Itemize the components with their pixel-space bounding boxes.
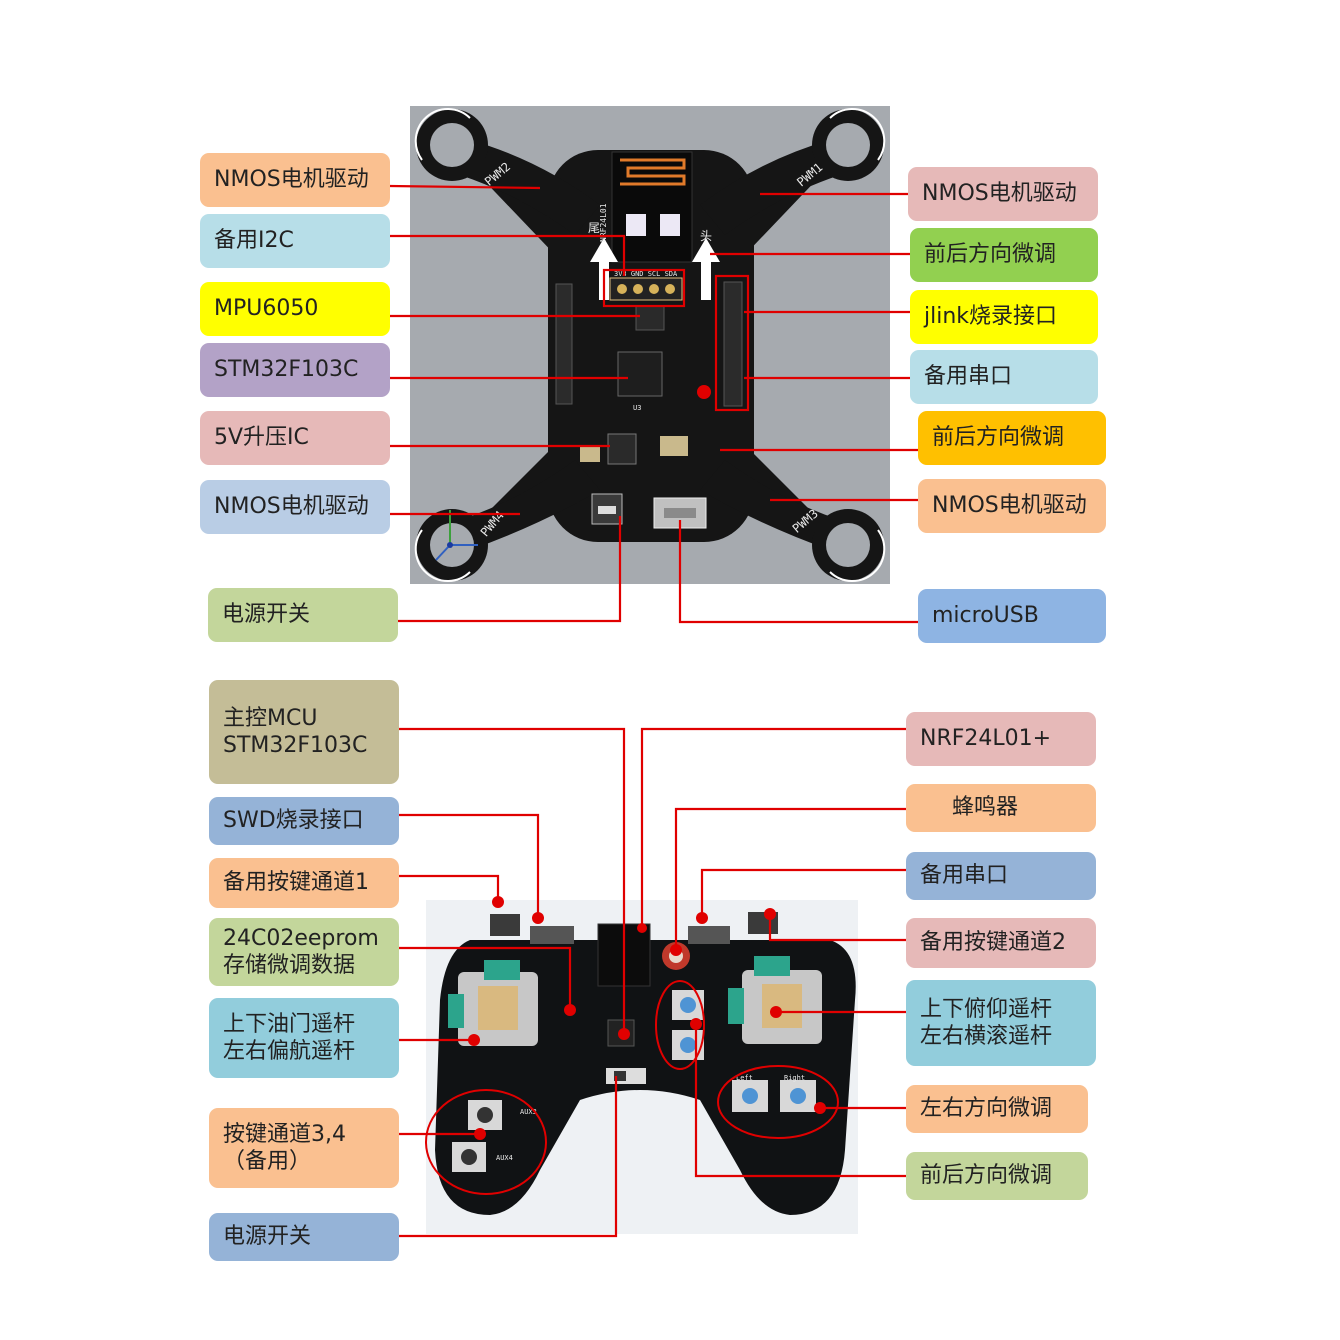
- aux3-silk: AUX3: [520, 1108, 537, 1116]
- label-microusb: microUSB: [918, 589, 1106, 643]
- label-boost-ic: 5V升压IC: [200, 411, 390, 465]
- label-uart-backup-remote: 备用串口: [906, 852, 1096, 900]
- aux4-silk: AUX4: [496, 1154, 513, 1162]
- label-mpu6050: MPU6050: [200, 282, 390, 336]
- label-nmos-top-left: NMOS电机驱动: [200, 153, 390, 207]
- label-throttle-yaw: 上下油门遥杆 左右偏航遥杆: [209, 998, 399, 1078]
- label-key-ch1: 备用按键通道1: [209, 858, 399, 908]
- label-nrf: NRF24L01+: [906, 712, 1096, 766]
- u3-silk: U3: [633, 404, 641, 412]
- label-main-mcu: 主控MCU STM32F103C: [209, 680, 399, 784]
- label-keys-3-4: 按键通道3,4 （备用）: [209, 1108, 399, 1188]
- label-eeprom: 24C02eeprom 存储微调数据: [209, 918, 399, 986]
- label-buzzer: 蜂鸣器: [906, 784, 1096, 832]
- nrf-silk: NRF24L01: [599, 203, 608, 242]
- label-trim-left-right: 左右方向微调: [906, 1085, 1088, 1133]
- head-mark: 头: [700, 229, 712, 243]
- label-jlink: jlink烧录接口: [910, 290, 1098, 344]
- label-i2c-backup: 备用I2C: [200, 214, 390, 268]
- label-trim-front-back-2: 前后方向微调: [918, 411, 1106, 465]
- axis-gizmo-icon: [435, 510, 478, 561]
- label-trim-front-back-remote: 前后方向微调: [906, 1152, 1088, 1200]
- label-swd: SWD烧录接口: [209, 797, 399, 845]
- label-trim-front-back-1: 前后方向微调: [910, 228, 1098, 282]
- label-stm32: STM32F103C: [200, 343, 390, 397]
- label-pitch-roll: 上下俯仰遥杆 左右横滚遥杆: [906, 980, 1096, 1066]
- i2c-pins-silk: 3V3 GND SCL SDA: [614, 270, 678, 278]
- label-uart-backup-drone: 备用串口: [910, 350, 1098, 404]
- propeller-ring-icon: [414, 108, 886, 582]
- tail-mark: 尾: [588, 221, 600, 235]
- label-power-switch-drone: 电源开关: [208, 588, 398, 642]
- label-nmos-bottom-left: NMOS电机驱动: [200, 480, 390, 534]
- left-silk: Left: [736, 1074, 753, 1082]
- label-key-ch2: 备用按键通道2: [906, 918, 1096, 968]
- label-nmos-bottom-right: NMOS电机驱动: [918, 479, 1106, 533]
- label-nmos-top-right: NMOS电机驱动: [908, 167, 1098, 221]
- label-power-switch-remote: 电源开关: [209, 1213, 399, 1261]
- right-silk: Right: [784, 1074, 805, 1082]
- callout-dot-icon: [468, 385, 826, 1140]
